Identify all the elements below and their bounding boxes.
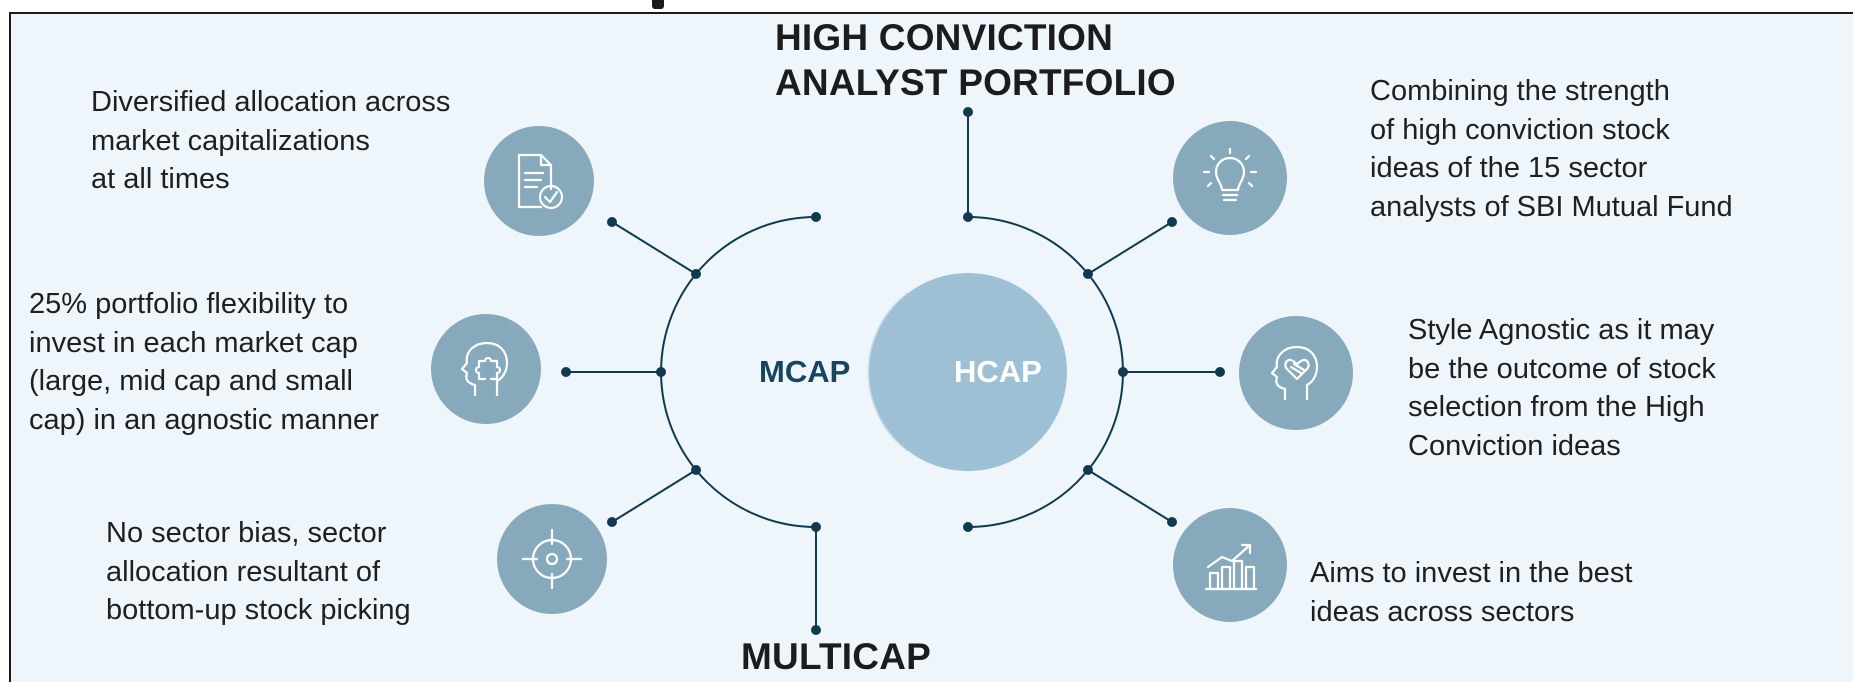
right-point-3-text: Aims to invest in the best ideas across … — [1310, 557, 1633, 628]
connector-lines — [566, 112, 1220, 630]
right-point-1-text: Combining the strength of high convictio… — [1370, 75, 1733, 223]
spoke-right-bottom — [1087, 469, 1173, 523]
title-fragment — [652, 0, 664, 9]
left-point-1-text: Diversified allocation across market cap… — [91, 86, 451, 195]
center-circle — [869, 273, 1067, 471]
right-point-2-text: Style Agnostic as it may be the outcome … — [1408, 314, 1716, 462]
center-circle-overlap — [867, 292, 909, 452]
target-icon — [497, 504, 607, 614]
top-heading: HIGH CONVICTION ANALYST PORTFOLIO — [775, 17, 1176, 103]
connector-dots — [561, 107, 1225, 635]
puzzle-head-icon — [431, 314, 541, 424]
hcap-label: HCAP — [954, 354, 1042, 389]
head-heart-icon — [1239, 316, 1353, 430]
mcap-label: MCAP — [759, 354, 851, 389]
document-check-icon — [484, 126, 594, 236]
bottom-heading: MULTICAP — [741, 636, 931, 677]
left-point-3-text: No sector bias, sector allocation result… — [106, 517, 411, 626]
spoke-left-bottom — [611, 469, 697, 523]
spoke-right-top — [1087, 221, 1173, 275]
spoke-left-top — [611, 221, 697, 275]
left-point-2-text: 25% portfolio flexibility to invest in e… — [29, 288, 379, 436]
growth-chart-icon — [1173, 508, 1287, 622]
lightbulb-icon — [1173, 121, 1287, 235]
